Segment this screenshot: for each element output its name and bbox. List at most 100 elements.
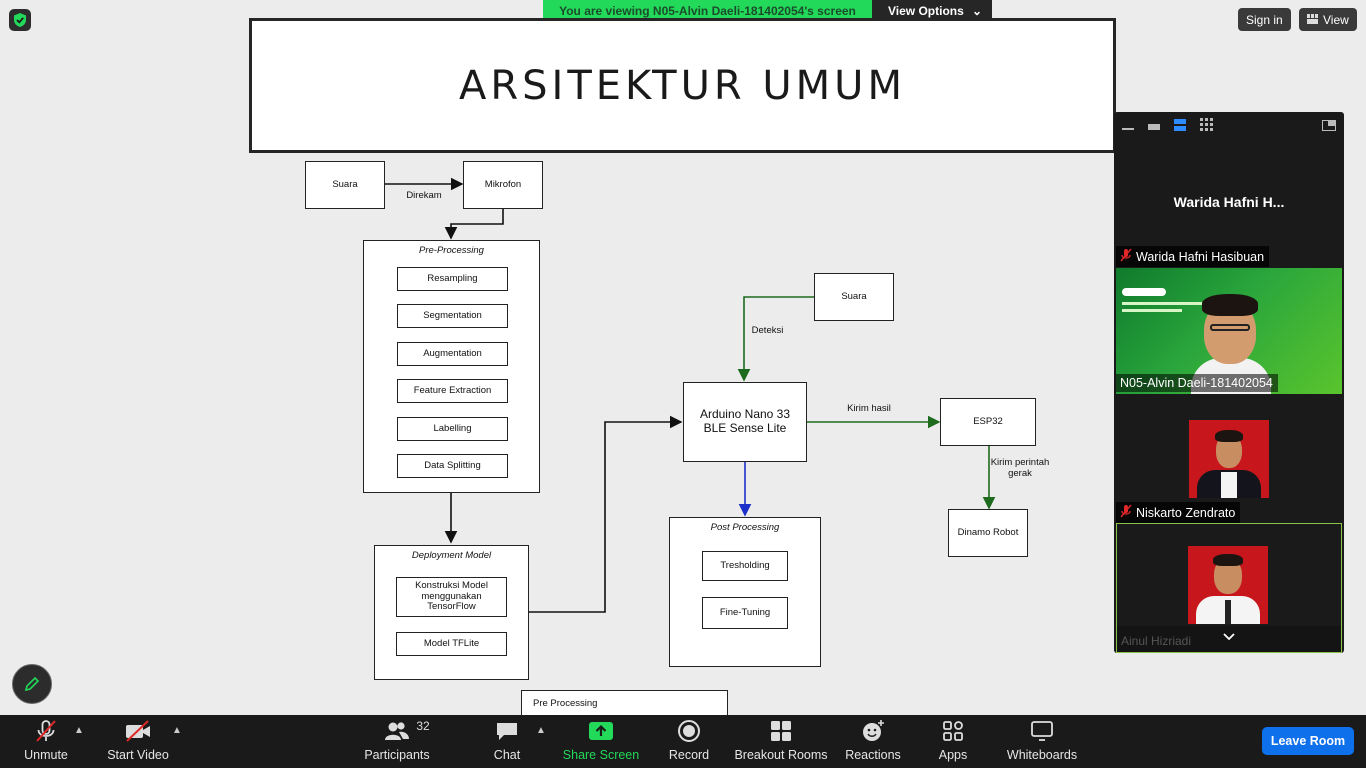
- unmute-button[interactable]: Unmute: [18, 715, 74, 768]
- participant-name: N05-Alvin Daeli-181402054: [1120, 376, 1273, 390]
- participant-video-panel: Warida Hafni H... Warida Hafni Hasibuan …: [1114, 112, 1344, 653]
- person-hair: [1215, 430, 1243, 442]
- muted-mic-icon: [1120, 504, 1132, 521]
- participant-photo-ainul: [1188, 546, 1268, 624]
- sign-in-button[interactable]: Sign in: [1238, 8, 1291, 31]
- scroll-down-chevron-icon[interactable]: [1223, 628, 1235, 646]
- chat-options-caret-icon[interactable]: ▲: [536, 725, 546, 736]
- active-speaker-name: Warida Hafni H...: [1173, 194, 1285, 210]
- architecture-diagram: Suara Mikrofon Direkam Pre-Processing Re…: [249, 153, 1116, 720]
- step-data-splitting: Data Splitting: [397, 454, 508, 478]
- pre-processing-title: Pre-Processing: [419, 245, 484, 256]
- node-tresholding: Tresholding: [702, 551, 788, 581]
- annotate-pencil-button[interactable]: [12, 664, 52, 704]
- slide-title-box: ARSITEKTUR UMUM: [249, 18, 1116, 153]
- video-options-caret-icon[interactable]: ▲: [172, 725, 182, 736]
- node-suara-input: Suara: [305, 161, 385, 209]
- record-label: Record: [668, 748, 710, 762]
- person-hair: [1202, 294, 1258, 316]
- post-processing-title: Post Processing: [710, 522, 780, 533]
- deployment-title: Deployment Model: [411, 550, 492, 561]
- gallery-view-icon[interactable]: [1200, 118, 1213, 136]
- meeting-toolbar: Unmute ▲ Start Video ▲ 32 Participants C…: [0, 715, 1366, 768]
- apps-button[interactable]: Apps: [934, 715, 972, 768]
- label-deteksi: Deteksi: [751, 325, 784, 336]
- video-background-text: [1122, 302, 1202, 305]
- unmute-label: Unmute: [24, 748, 68, 762]
- step-feature-extraction: Feature Extraction: [397, 379, 508, 403]
- chat-button[interactable]: Chat: [488, 715, 526, 768]
- share-screen-icon: [588, 718, 614, 744]
- start-video-label: Start Video: [107, 748, 169, 762]
- share-screen-button[interactable]: Share Screen: [562, 715, 640, 768]
- reactions-smiley-icon: [861, 718, 885, 744]
- person-hair: [1213, 554, 1243, 566]
- video-off-icon: [124, 718, 152, 744]
- person-glasses: [1210, 324, 1250, 331]
- participant-tag-warida: Warida Hafni Hasibuan: [1116, 246, 1270, 267]
- video-background-badge: [1122, 288, 1166, 296]
- record-icon: [677, 718, 701, 744]
- panel-view-controls: [1114, 112, 1344, 142]
- breakout-rooms-label: Breakout Rooms: [734, 748, 828, 762]
- node-dinamo-robot: Dinamo Robot: [948, 509, 1028, 557]
- apps-label: Apps: [938, 748, 968, 762]
- view-options-button[interactable]: View Options ⌄: [872, 0, 992, 22]
- participant-photo-niskarto[interactable]: [1189, 420, 1269, 498]
- legend-label: Pre Processing: [533, 698, 598, 709]
- grid-view-icon: [1307, 13, 1318, 27]
- participant-name: Niskarto Zendrato: [1136, 505, 1236, 520]
- participants-label: Participants: [364, 748, 430, 762]
- reactions-label: Reactions: [845, 748, 901, 762]
- reactions-button[interactable]: Reactions: [844, 715, 902, 768]
- participant-name: Warida Hafni Hasibuan: [1136, 249, 1265, 264]
- participants-count: 32: [416, 719, 430, 733]
- sign-in-label: Sign in: [1246, 12, 1283, 27]
- speaker-strip-icon[interactable]: [1148, 118, 1160, 136]
- node-suara-detect: Suara: [814, 273, 894, 321]
- video-background-text: [1122, 309, 1182, 312]
- participants-icon: 32: [384, 718, 430, 744]
- muted-mic-icon: [34, 718, 58, 744]
- view-label: View: [1323, 12, 1349, 27]
- participants-button[interactable]: 32 Participants: [362, 715, 432, 768]
- whiteboard-icon: [1030, 718, 1054, 744]
- start-video-button[interactable]: Start Video: [104, 715, 172, 768]
- step-augmentation: Augmentation: [397, 342, 508, 366]
- participant-name: Ainul Hizriadi: [1121, 634, 1192, 648]
- screen-share-banner: You are viewing N05-Alvin Daeli-18140205…: [543, 0, 992, 22]
- label-direkam: Direkam: [406, 190, 442, 201]
- participant-tag-alvin: N05-Alvin Daeli-181402054: [1116, 374, 1278, 392]
- step-segmentation: Segmentation: [397, 304, 508, 328]
- pop-out-icon[interactable]: [1322, 118, 1336, 136]
- breakout-rooms-button[interactable]: Breakout Rooms: [734, 715, 828, 768]
- viewing-message: You are viewing N05-Alvin Daeli-18140205…: [543, 0, 872, 22]
- apps-icon: [942, 718, 964, 744]
- person-shirt: [1221, 472, 1237, 498]
- minimize-icon[interactable]: [1122, 118, 1134, 136]
- muted-mic-icon: [1120, 248, 1132, 265]
- participant-tile-ainul[interactable]: Ainul Hizriadi: [1116, 523, 1342, 653]
- step-labelling: Labelling: [397, 417, 508, 441]
- label-kirim-perintah: Kirim perintah gerak: [990, 457, 1050, 479]
- node-esp32: ESP32: [940, 398, 1036, 446]
- node-model-tflite: Model TFLite: [396, 632, 507, 656]
- whiteboards-button[interactable]: Whiteboards: [1004, 715, 1080, 768]
- audio-options-caret-icon[interactable]: ▲: [74, 725, 84, 736]
- chat-icon: [495, 718, 519, 744]
- breakout-rooms-icon: [770, 718, 792, 744]
- whiteboards-label: Whiteboards: [1006, 748, 1078, 762]
- pencil-icon: [24, 676, 40, 692]
- step-resampling: Resampling: [397, 267, 508, 291]
- slide-title: ARSITEKTUR UMUM: [459, 62, 906, 109]
- label-kirim-hasil: Kirim hasil: [847, 403, 891, 414]
- thumbnail-view-icon[interactable]: [1174, 118, 1186, 136]
- person-tie: [1225, 600, 1231, 624]
- node-mikrofon: Mikrofon: [463, 161, 543, 209]
- record-button[interactable]: Record: [666, 715, 712, 768]
- view-options-label: View Options: [888, 4, 964, 18]
- leave-room-button[interactable]: Leave Room: [1262, 727, 1354, 755]
- view-button[interactable]: View: [1299, 8, 1357, 31]
- security-shield-icon[interactable]: [9, 9, 31, 31]
- share-screen-label: Share Screen: [562, 748, 640, 762]
